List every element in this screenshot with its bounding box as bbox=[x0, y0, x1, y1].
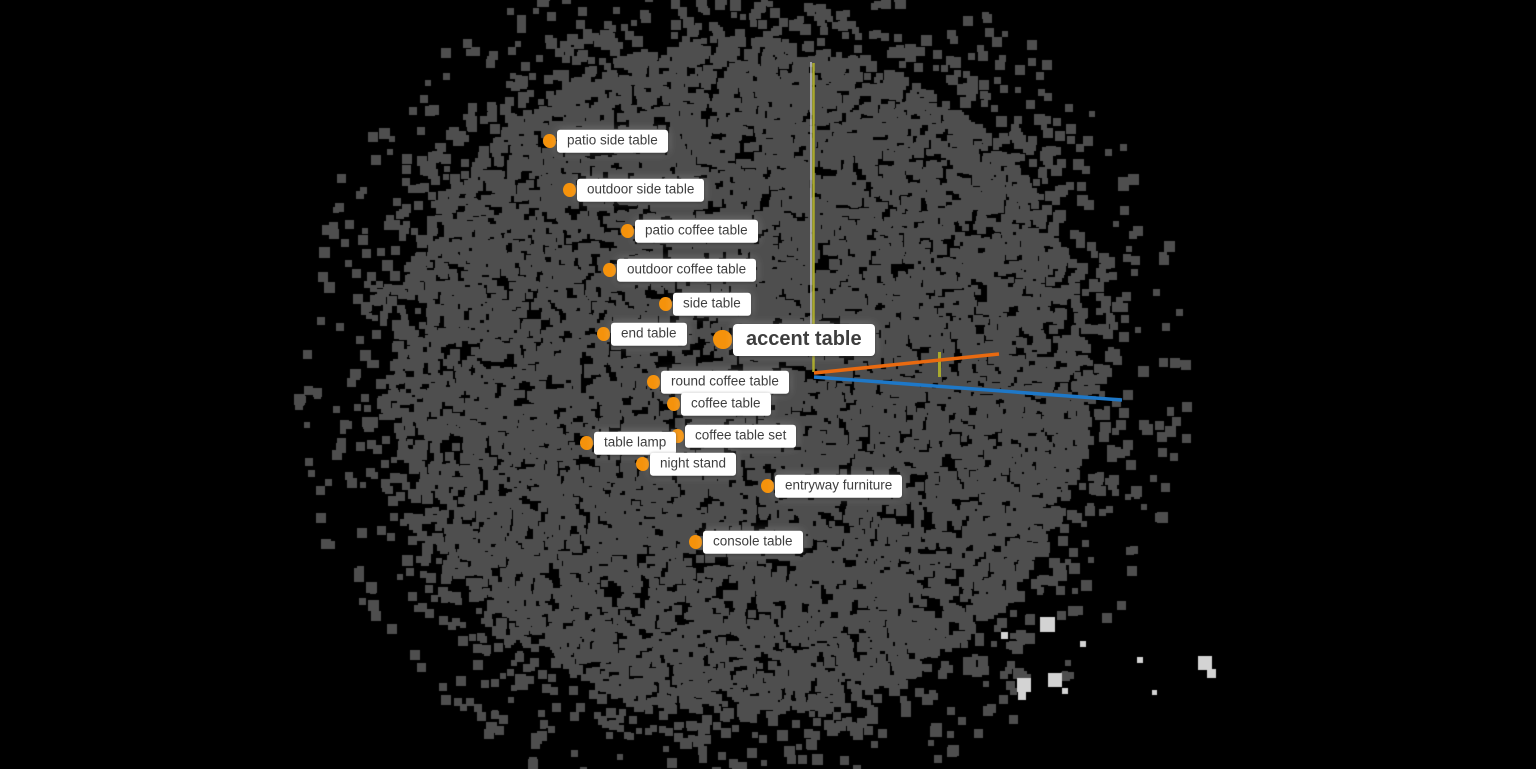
point-label[interactable]: table lamp bbox=[594, 431, 677, 455]
point-dot-icon bbox=[563, 183, 576, 197]
point-label[interactable]: console table bbox=[703, 530, 803, 554]
point-label[interactable]: coffee table bbox=[681, 392, 771, 416]
point-dot-icon bbox=[636, 457, 649, 471]
point-dot-icon bbox=[603, 263, 616, 277]
z-axis-line bbox=[813, 375, 1123, 402]
point-dot-icon bbox=[597, 327, 610, 341]
point-dot-icon bbox=[713, 330, 732, 349]
point-label[interactable]: night stand bbox=[650, 452, 737, 476]
point-dot-icon bbox=[659, 297, 672, 311]
point-label[interactable]: patio coffee table bbox=[635, 219, 758, 243]
point-dot-icon bbox=[543, 134, 556, 148]
point-label[interactable]: coffee table set bbox=[685, 424, 797, 448]
point-label[interactable]: accent table bbox=[733, 324, 875, 356]
point-label[interactable]: outdoor coffee table bbox=[617, 258, 757, 282]
point-dot-icon bbox=[621, 224, 634, 238]
point-label[interactable]: outdoor side table bbox=[577, 178, 705, 202]
point-dot-icon bbox=[689, 535, 702, 549]
point-label[interactable]: round coffee table bbox=[661, 370, 789, 394]
point-label[interactable]: end table bbox=[611, 322, 687, 346]
point-dot-icon bbox=[667, 397, 680, 411]
point-label[interactable]: side table bbox=[673, 292, 751, 316]
point-dot-icon bbox=[580, 436, 593, 450]
point-label[interactable]: patio side table bbox=[557, 129, 668, 153]
point-dot-icon bbox=[647, 375, 660, 389]
x-axis-line bbox=[813, 352, 1000, 375]
point-dot-icon bbox=[761, 479, 774, 493]
point-label[interactable]: entryway furniture bbox=[775, 474, 903, 498]
